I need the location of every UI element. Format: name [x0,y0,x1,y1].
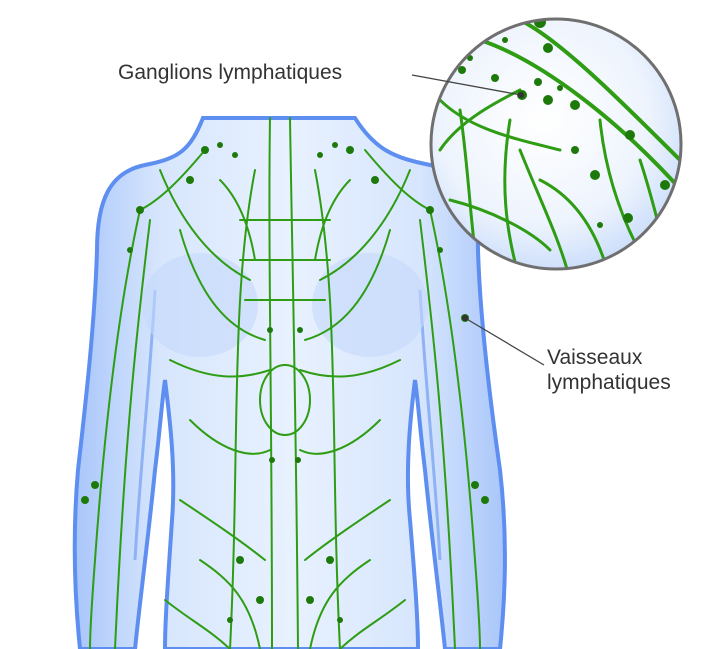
label-lymph-vessels-line1: Vaisseaux [547,345,671,370]
body-silhouette [75,118,505,649]
torso-outline [75,118,505,649]
label-lymph-nodes: Ganglions lymphatiques [118,60,342,85]
leader-dot-nodes [518,92,524,98]
leader-dot-vessels [462,315,468,321]
label-lymph-vessels: Vaisseaux lymphatiques [547,345,671,395]
label-lymph-vessels-line2: lymphatiques [547,370,671,395]
